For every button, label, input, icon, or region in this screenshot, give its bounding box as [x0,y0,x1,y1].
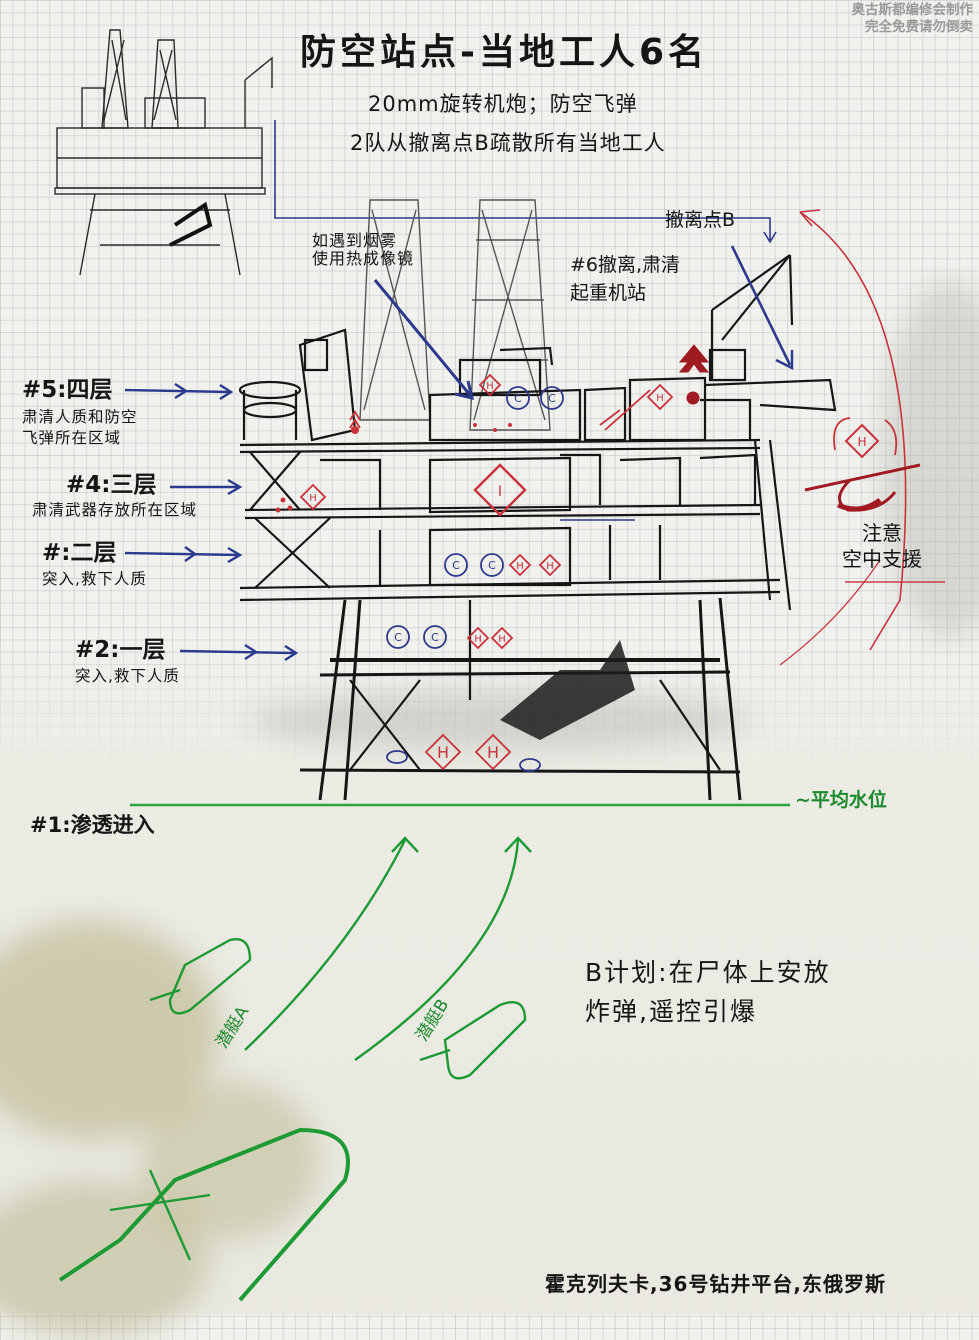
crane-note-line-2: 起重机站 [570,281,647,304]
floor-2-title: #2:一层 [75,637,166,663]
svg-text:C: C [452,559,460,572]
svg-text:H: H [516,561,524,572]
red-dots [275,423,512,513]
floor-5-label: #5:四层 肃清人质和防空 飞弹所在区域 [22,377,138,449]
svg-text:H: H [486,381,494,392]
evac-chevrons [678,344,710,405]
floor-5-title: #5:四层 [22,377,113,403]
air-support-line-2: 空中支援 [842,547,922,571]
svg-text:C: C [488,559,496,572]
svg-text:C: C [431,631,439,644]
floor-4-label: #4:三层 肃清武器存放所在区域 [32,472,197,520]
watermark-line-2: 完全免费请勿倒卖 [865,18,973,35]
svg-text:I: I [498,484,502,500]
crane-objective-note: #6撤离,肃清 起重机站 [570,252,680,307]
civilian-marker-labels: C C C C C C [394,392,556,644]
plan-b-note: B计划:在尸体上安放 炸弹,遥控引爆 [585,954,831,1032]
svg-text:H: H [656,393,664,404]
floor-1-title: #1:渗透进入 [30,813,155,837]
plan-b-line-1: B计划:在尸体上安放 [585,958,831,987]
weapons-subtitle: 20mm旋转机炮；防空飞弹 [368,92,638,116]
svg-text:H: H [857,435,866,449]
air-support-line-1: 注意 [862,521,902,545]
watermark: 奥古斯都编修会制作 完全免费请勿倒卖 [852,2,974,36]
watermark-line-1: 奥古斯都编修会制作 [851,2,974,18]
svg-text:C: C [548,392,556,405]
evacuation-subtitle: 2队从撤离点B疏散所有当地工人 [350,131,666,155]
floor-3-title: #:二层 [42,540,117,566]
svg-text:C: C [394,631,402,644]
water-level-label: ~平均水位 [795,789,887,811]
svg-text:H: H [487,743,499,762]
svg-text:H: H [474,634,482,645]
svg-text:H: H [498,634,506,645]
extraction-point-label: 撤离点B [665,209,736,231]
svg-text:H: H [309,493,317,504]
thumbnail-rig-sketch [54,29,273,276]
main-platform-sketch [238,254,837,801]
floor-2-desc-1: 突入,救下人质 [75,667,180,686]
crane-note-line-1: #6撤离,肃清 [570,254,681,276]
floor-2-label: #2:一层 突入,救下人质 [75,637,180,686]
floor-3-label: #:二层 突入,救下人质 [42,540,147,589]
civilian-markers [386,386,564,772]
page-title: 防空站点-当地工人6名 [300,32,708,73]
plan-b-line-2: 炸弹,遥控引爆 [585,996,757,1026]
thermal-note-line-1: 如遇到烟雾 [312,231,398,250]
floor-4-title: #4:三层 [66,472,157,498]
air-support-warning: 注意 空中支援 [842,520,922,572]
hostage-marker-labels: H H H H H H H H H H I [309,381,866,762]
floor-5-desc-1: 肃清人质和防空 [22,408,138,427]
location-caption: 霍克列夫卡,36号钻井平台,东俄罗斯 [545,1272,887,1296]
svg-text:H: H [546,561,554,572]
thermal-note-line-2: 使用热成像镜 [312,249,415,269]
boat-sketches [58,836,532,1302]
svg-text:C: C [514,392,522,405]
red-markers [299,209,907,771]
floor-3-desc-1: 突入,救下人质 [42,570,147,589]
blue-arrows [124,245,794,662]
thermal-note: 如遇到烟雾 使用热成像镜 [312,231,415,269]
floor-4-desc-1: 肃清武器存放所在区域 [32,501,198,520]
svg-text:H: H [437,743,449,762]
floor-5-desc-2: 飞弹所在区域 [22,429,122,448]
helicopter-sketch [804,463,921,512]
